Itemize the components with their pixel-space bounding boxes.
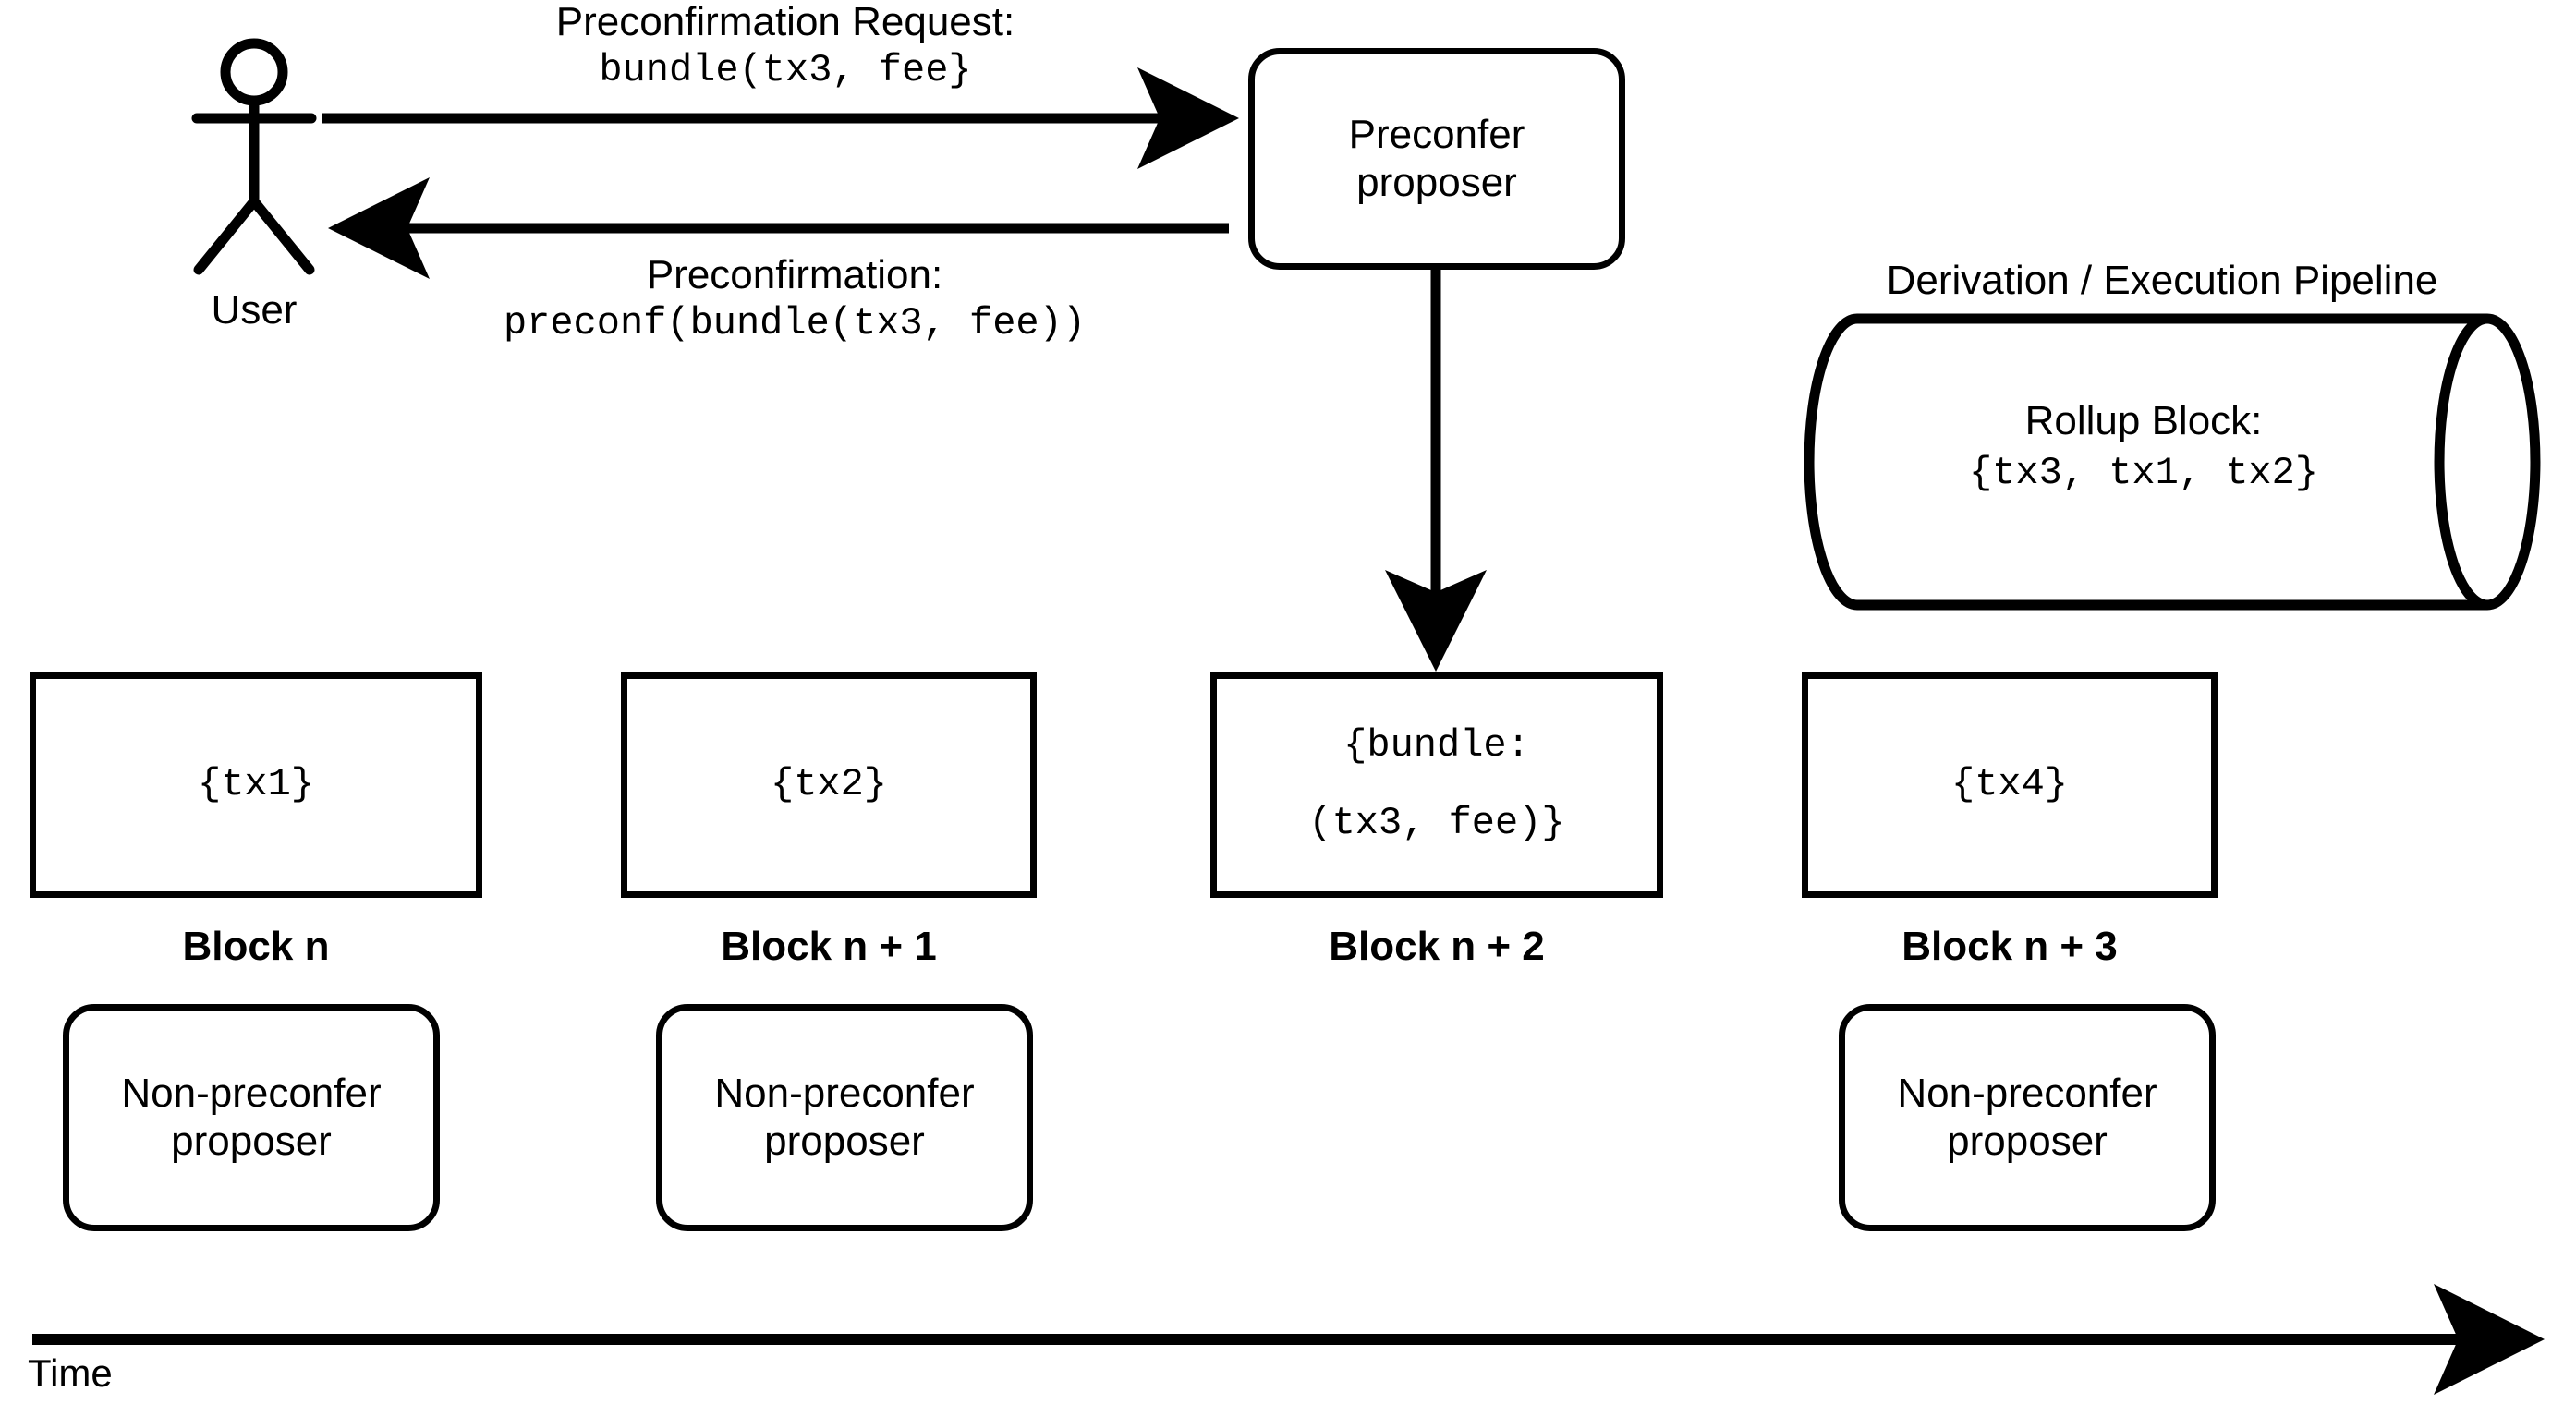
non-preconfer-proposer-2-line1: Non-preconfer <box>714 1071 975 1117</box>
block-n-plus-3-box[interactable]: {tx4} <box>1802 672 2218 898</box>
preconfer-proposer-box[interactable]: Preconfer proposer <box>1248 48 1625 270</box>
request-label-line2: bundle(tx3, fee} <box>599 47 972 92</box>
non-preconfer-proposer-2-box[interactable]: Non-preconfer proposer <box>656 1004 1033 1231</box>
block-n-plus-3-caption: Block n + 3 <box>1902 924 2118 969</box>
preconfirmation-request-label: Preconfirmation Request: bundle(tx3, fee… <box>407 0 1164 93</box>
preconfer-proposer-line1: Preconfer <box>1348 112 1525 158</box>
non-preconfer-proposer-3-line1: Non-preconfer <box>1897 1071 2157 1117</box>
block-n-plus-1-content: {tx2} <box>770 762 888 807</box>
block-n-plus-1-box[interactable]: {tx2} <box>621 672 1037 898</box>
block-n-plus-2-caption: Block n + 2 <box>1329 924 1545 969</box>
block-n-plus-2-content: {bundle: <box>1343 723 1530 769</box>
response-label-line1: Preconfirmation: <box>646 252 943 297</box>
non-preconfer-proposer-3-line2: proposer <box>1947 1119 2108 1164</box>
preconfer-proposer-line2: proposer <box>1356 160 1517 205</box>
pipeline-title: Derivation / Execution Pipeline <box>1886 258 2438 303</box>
preconfirmation-response-label: Preconfirmation: preconf(bundle(tx3, fee… <box>416 251 1173 346</box>
non-preconfer-proposer-2-line2: proposer <box>764 1119 925 1164</box>
block-n-caption: Block n <box>182 924 330 969</box>
block-n-plus-2-content2: (tx3, fee)} <box>1308 801 1565 845</box>
block-n-plus-2-box[interactable]: {bundle: (tx3, fee)} <box>1210 672 1663 898</box>
pipeline-body: Rollup Block: {tx3, tx1, tx2} <box>1857 397 2430 496</box>
time-axis-label: Time <box>28 1351 113 1395</box>
non-preconfer-proposer-1-box[interactable]: Non-preconfer proposer <box>63 1004 440 1231</box>
block-n-plus-3-content: {tx4} <box>1950 762 2069 807</box>
pipeline-body-line1: Rollup Block: <box>2024 398 2263 443</box>
stick-figure-icon <box>191 38 317 275</box>
user-actor-label: User <box>211 287 298 333</box>
request-label-line1: Preconfirmation Request: <box>555 0 1015 44</box>
non-preconfer-proposer-1-line1: Non-preconfer <box>121 1071 382 1117</box>
response-label-line2: preconf(bundle(tx3, fee)) <box>503 300 1087 345</box>
block-n-box[interactable]: {tx1} <box>30 672 482 898</box>
non-preconfer-proposer-3-box[interactable]: Non-preconfer proposer <box>1839 1004 2216 1231</box>
non-preconfer-proposer-1-line2: proposer <box>171 1119 332 1164</box>
pipeline-body-line2: {tx3, tx1, tx2} <box>1968 450 2319 495</box>
block-n-content: {tx1} <box>197 762 315 807</box>
block-n-plus-1-caption: Block n + 1 <box>721 924 937 969</box>
